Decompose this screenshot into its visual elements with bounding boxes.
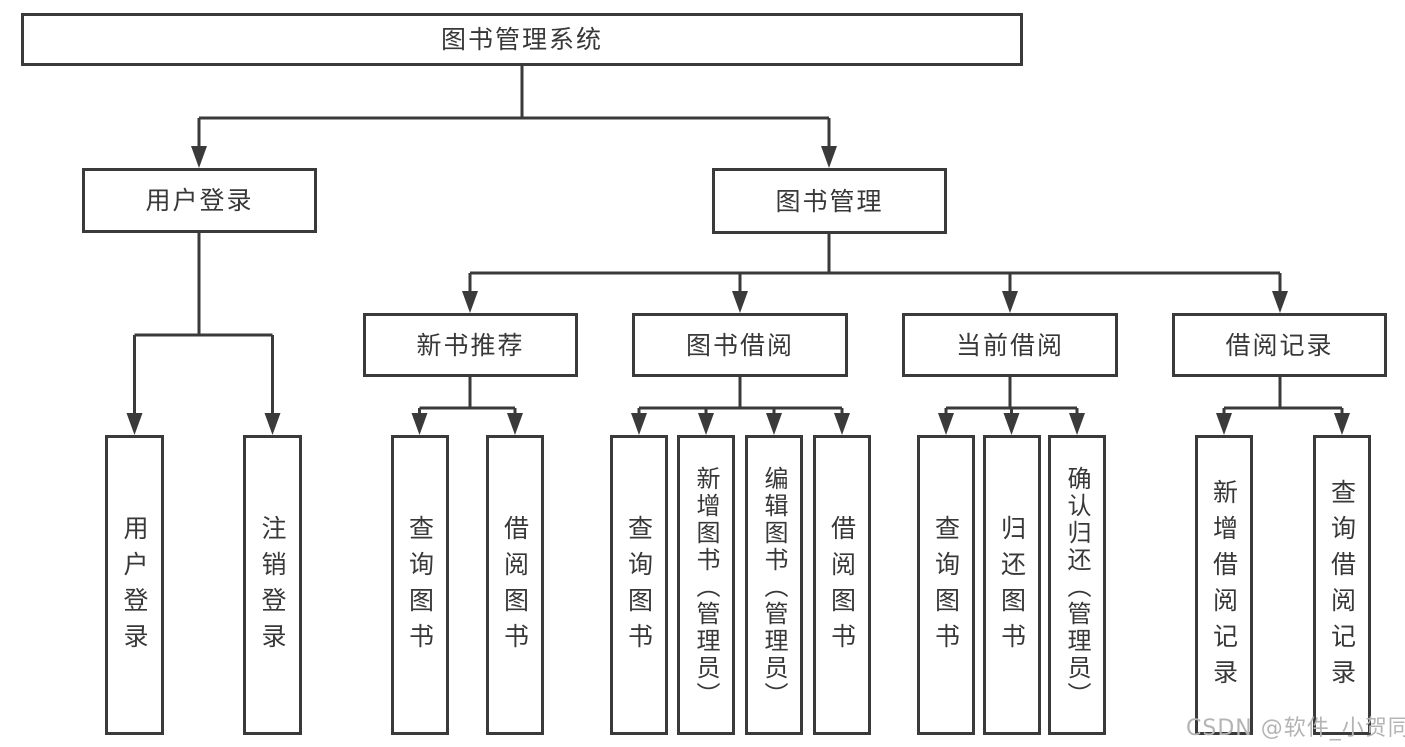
arrow-down xyxy=(938,413,954,435)
csdn-watermark: CSDN @软件_小贺同学 xyxy=(1186,716,1405,741)
arrow-down xyxy=(1334,413,1350,435)
connector-record-branch xyxy=(1222,377,1344,416)
leaf-query-book-3: 查询图书 xyxy=(917,435,975,735)
arrow-down xyxy=(264,413,281,435)
arrow-down xyxy=(1003,413,1020,435)
leaf-user-login: 用户登录 xyxy=(105,435,164,735)
leaf-logout: 注销登录 xyxy=(243,435,302,735)
arrow-down xyxy=(766,413,782,435)
arrow-down xyxy=(462,291,478,313)
node-library-system: 图书管理系统 xyxy=(21,13,1023,66)
arrow-down xyxy=(191,146,207,168)
connector-login-branch xyxy=(133,233,274,416)
arrow-down xyxy=(821,146,837,168)
arrow-down xyxy=(1272,291,1288,313)
arrow-down xyxy=(834,413,850,435)
arrow-down xyxy=(507,413,523,435)
connector-current-branch xyxy=(944,377,1079,416)
arrow-down xyxy=(732,291,748,313)
arrow-down xyxy=(1216,413,1232,435)
leaf-confirm-return-admin: 确认归还（管理员） xyxy=(1048,435,1106,735)
leaf-add-book-admin: 新增图书（管理员） xyxy=(677,435,735,735)
leaf-query-book-1: 查询图书 xyxy=(391,435,449,735)
leaf-edit-book-admin: 编辑图书（管理员） xyxy=(745,435,803,735)
node-borrow-record: 借阅记录 xyxy=(1172,313,1387,377)
arrow-down xyxy=(631,413,647,435)
arrow-down xyxy=(698,413,714,435)
arrow-down xyxy=(126,413,143,435)
arrow-down xyxy=(411,413,428,435)
leaf-return-book: 归还图书 xyxy=(983,435,1041,735)
leaf-query-borrow-record: 查询借阅记录 xyxy=(1313,435,1371,735)
leaf-borrow-book-2: 借阅图书 xyxy=(813,435,871,735)
connector-mgmt-branch xyxy=(468,234,1282,294)
node-new-book-recommend: 新书推荐 xyxy=(363,313,578,377)
connector-newbook-branch xyxy=(418,377,517,416)
leaf-add-borrow-record: 新增借阅记录 xyxy=(1195,435,1253,735)
leaf-borrow-book-1: 借阅图书 xyxy=(486,435,544,735)
arrow-down xyxy=(1002,291,1018,313)
leaf-query-book-2: 查询图书 xyxy=(610,435,668,735)
connector-borrow-branch xyxy=(637,377,844,416)
node-book-borrow: 图书借阅 xyxy=(632,313,848,377)
node-book-management: 图书管理 xyxy=(712,168,947,234)
arrow-down xyxy=(1069,413,1085,435)
node-current-borrow: 当前借阅 xyxy=(902,313,1118,377)
node-user-login: 用户登录 xyxy=(82,168,317,233)
connector-root-to-level2 xyxy=(197,66,831,150)
